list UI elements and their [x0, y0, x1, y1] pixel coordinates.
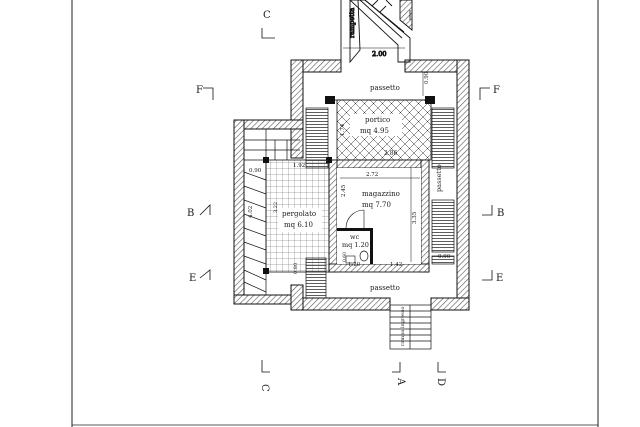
- window-jambs: [305, 107, 455, 299]
- section-f-left: F: [196, 85, 203, 96]
- section-e-left: E: [189, 273, 196, 284]
- section-d: D: [435, 378, 446, 386]
- dim-2-72: 2.72: [366, 172, 378, 178]
- rampa-ingresso: rampa ingresso: [389, 304, 432, 350]
- dim-0-90-top: 0.90: [424, 71, 430, 84]
- outer-walls: [233, 59, 470, 311]
- section-c-top: C: [263, 10, 271, 21]
- magazzino-area: mq 7.70: [362, 201, 391, 209]
- pergolato-name: pergolato: [282, 210, 316, 218]
- section-a: A: [395, 377, 406, 386]
- pergolato: pergolato mq 6.10 1.92 3.22 0.80: [263, 157, 332, 274]
- dim-0-90-right: 0.90: [438, 254, 451, 260]
- section-b-right: B: [497, 208, 504, 219]
- dim-2-45: 2.45: [341, 184, 347, 197]
- section-b-left: B: [187, 208, 194, 219]
- label-passetto-right: passetto: [435, 164, 443, 192]
- section-c-bottom: C: [259, 384, 270, 392]
- dim-1-92: 1.92: [293, 163, 305, 169]
- magazzino-floor: [337, 168, 421, 264]
- dim-0-60: 0.60: [342, 252, 348, 262]
- label-passetto-top: passetto: [370, 84, 400, 92]
- dim-2-86: 2.86: [384, 150, 398, 157]
- dim-3-35: 3.35: [412, 211, 418, 224]
- rampetta: rampetta 2.00: [340, 0, 413, 64]
- label-rampetta: rampetta: [348, 8, 356, 38]
- left-stairs: 4.02 0.90: [243, 128, 300, 296]
- section-markers: C F F B B E E C A D: [187, 10, 504, 392]
- label-rampa-ingresso: rampa ingresso: [400, 307, 406, 346]
- dim-1-74: 1.74: [340, 123, 346, 136]
- dim-3-22: 3.22: [273, 202, 279, 213]
- section-f-right: F: [493, 85, 500, 96]
- portico: portico mq 4.95 1.74 2.86: [325, 96, 435, 161]
- sheet-frame: [71, 0, 599, 427]
- dim-2-00: 2.00: [372, 50, 386, 58]
- dim-1-20: 1.20: [348, 262, 361, 268]
- label-passetto-bottom: passetto: [370, 284, 400, 292]
- section-e-right: E: [496, 273, 503, 284]
- magazzino-name: magazzino: [362, 190, 400, 198]
- portico-name: portico: [365, 116, 390, 124]
- wc-name: wc: [350, 233, 360, 241]
- dim-0-90-left: 0.90: [249, 168, 262, 174]
- dim-1-42: 1.42: [390, 262, 402, 268]
- dim-4-02: 4.02: [248, 206, 254, 218]
- wc-area: mq 1.20: [342, 241, 369, 249]
- dim-0-80: 0.80: [293, 263, 299, 274]
- portico-area: mq 4.95: [360, 127, 389, 135]
- pergolato-area: mq 6.10: [284, 221, 313, 229]
- wc: wc mq 1.20 1.20 1.42 0.60: [337, 209, 402, 268]
